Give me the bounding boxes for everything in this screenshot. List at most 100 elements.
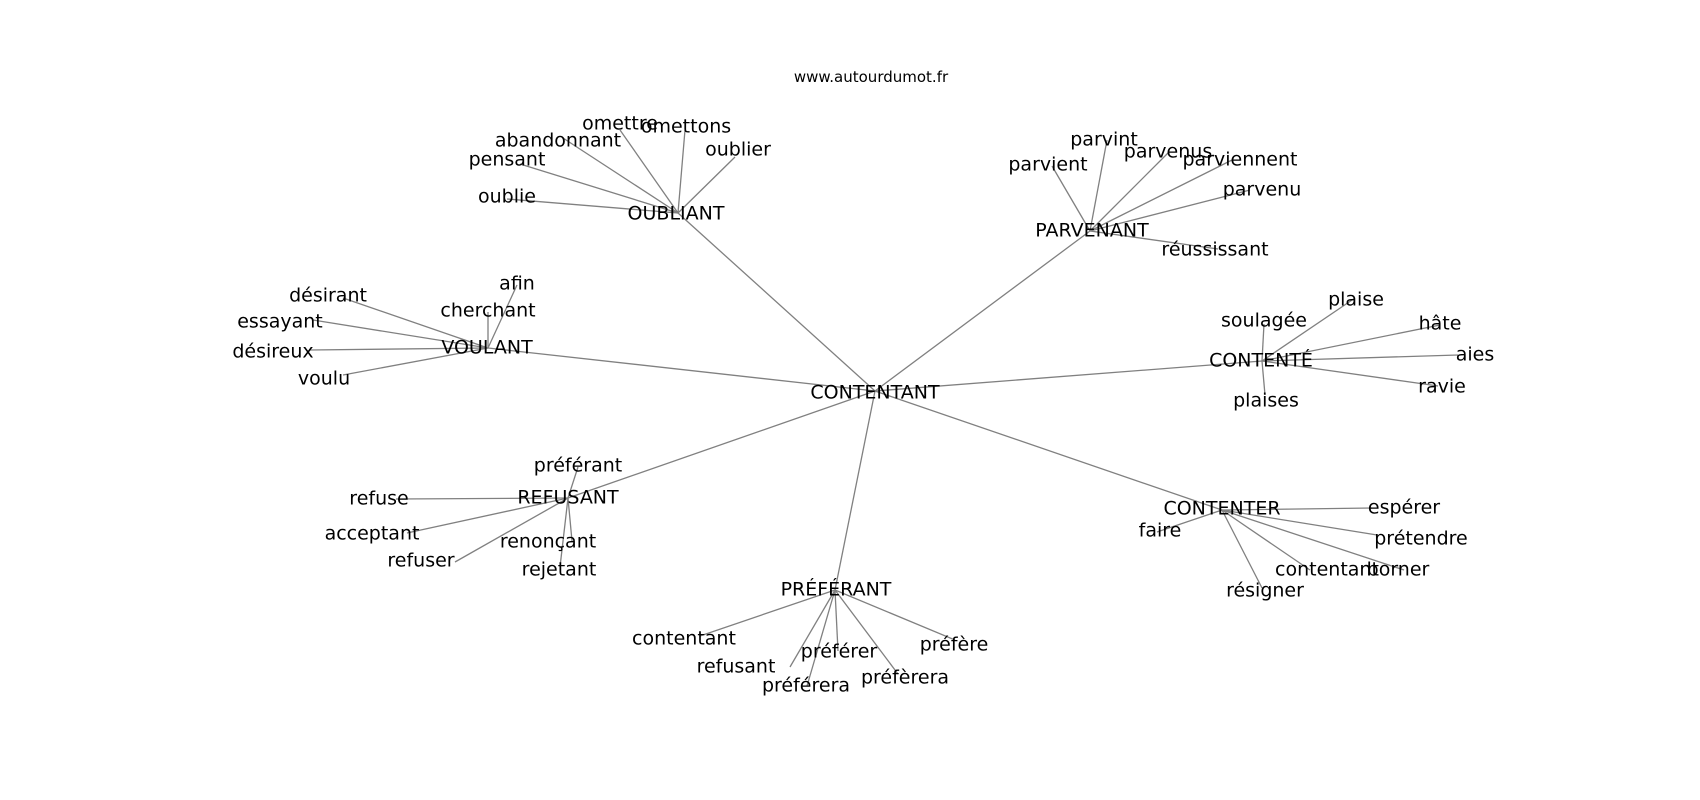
edge-hub-to-leaf <box>342 297 489 349</box>
leaf-node-label[interactable]: refuser <box>387 550 454 572</box>
leaf-node-label[interactable]: oublier <box>705 139 771 161</box>
leaf-node-label[interactable]: réussissant <box>1161 239 1268 261</box>
edge-center-to-hub <box>487 347 876 392</box>
edge-hub-to-leaf <box>677 129 686 214</box>
edge-hub-to-leaf <box>406 497 569 534</box>
leaf-node-label[interactable]: préférer <box>801 641 878 663</box>
edge-hub-to-leaf <box>1089 159 1233 232</box>
edge-hub-to-leaf <box>1261 297 1356 362</box>
edge-hub-to-leaf <box>619 129 679 214</box>
edge-hub-to-leaf <box>1089 189 1251 232</box>
edge-hub-to-leaf <box>1221 509 1378 536</box>
leaf-node-label[interactable]: plaises <box>1233 390 1299 412</box>
leaf-node-label[interactable]: contentant <box>1275 559 1379 581</box>
edge-hub-to-leaf <box>1221 507 1373 511</box>
edge-hub-to-leaf <box>487 284 518 349</box>
edge-hub-to-leaf <box>309 347 489 351</box>
hub-node-label[interactable]: PRÉFÉRANT <box>781 578 892 601</box>
leaf-node-label[interactable]: acceptant <box>325 523 420 545</box>
leaf-node-label[interactable]: refusant <box>697 656 776 678</box>
edge-hub-to-leaf <box>1221 509 1311 571</box>
edge-hub-to-leaf <box>506 198 679 214</box>
edge-hub-to-leaf <box>1089 152 1169 232</box>
leaf-node-label[interactable]: parviennent <box>1183 149 1298 171</box>
edge-hub-to-leaf <box>834 589 839 652</box>
leaf-node-label[interactable]: aies <box>1456 344 1495 366</box>
edge-hub-to-leaf <box>789 589 836 668</box>
edge-hub-to-leaf <box>454 497 569 563</box>
leaf-node-label[interactable]: prétendre <box>1374 528 1467 550</box>
edge-hub-to-leaf <box>1261 354 1459 362</box>
edge-hub-to-leaf <box>1261 324 1441 362</box>
leaf-node-label[interactable]: contentant <box>632 628 736 650</box>
leaf-node-label[interactable]: préférera <box>762 675 850 697</box>
hub-node-label[interactable]: CONTENTÉ <box>1209 349 1313 372</box>
leaf-node-label[interactable]: abandonnant <box>495 130 621 152</box>
leaf-node-label[interactable]: pensant <box>469 149 546 171</box>
edge-hub-to-leaf <box>567 466 579 499</box>
leaf-node-label[interactable]: parvint <box>1070 129 1138 151</box>
edge-hub-to-leaf <box>567 497 573 542</box>
leaf-node-label[interactable]: résigner <box>1226 580 1304 602</box>
edge-hub-to-leaf <box>1261 323 1265 362</box>
edge-hub-to-leaf <box>312 319 489 349</box>
edge-hub-to-leaf <box>1089 230 1219 250</box>
leaf-node-label[interactable]: soulagée <box>1221 310 1307 332</box>
leaf-node-label[interactable]: hâte <box>1419 313 1462 335</box>
leaf-node-label[interactable]: préfère <box>920 634 989 656</box>
leaf-node-label[interactable]: préférant <box>534 455 622 477</box>
edge-hub-to-leaf <box>834 589 899 675</box>
hub-node-label[interactable]: PARVENANT <box>1035 220 1149 242</box>
leaf-node-label[interactable]: parvient <box>1008 154 1087 176</box>
edge-hub-to-leaf <box>1051 165 1091 232</box>
leaf-node-label[interactable]: parvenus <box>1124 141 1212 163</box>
edge-hub-to-leaf <box>342 347 489 376</box>
edge-center-to-hub <box>874 390 1223 511</box>
graph-edges <box>309 129 1459 687</box>
leaf-node-label[interactable]: borner <box>1367 559 1430 581</box>
leaf-node-label[interactable]: parvenu <box>1223 179 1302 201</box>
leaf-node-label[interactable]: omettre <box>582 113 658 135</box>
leaf-node-label[interactable]: afin <box>499 273 535 295</box>
center-node-label[interactable]: CONTENTANT <box>810 382 940 404</box>
leaf-node-label[interactable]: désirant <box>289 285 367 307</box>
hub-node-label[interactable]: REFUSANT <box>517 487 619 509</box>
site-url-text[interactable]: www.autourdumot.fr <box>794 68 949 86</box>
edge-hub-to-leaf <box>562 137 679 214</box>
leaf-node-label[interactable]: cherchant <box>440 300 535 322</box>
edge-center-to-hub <box>834 390 876 591</box>
leaf-node-label[interactable]: désireux <box>232 341 313 363</box>
leaf-node-label[interactable]: omettons <box>641 116 731 138</box>
hub-node-label[interactable]: VOULANT <box>441 337 533 359</box>
leaf-node-label[interactable]: espérer <box>1368 497 1440 519</box>
edge-hub-to-leaf <box>519 163 679 214</box>
hub-node-label[interactable]: OUBLIANT <box>628 203 725 225</box>
hub-node-label[interactable]: CONTENTER <box>1163 498 1280 520</box>
leaf-node-label[interactable]: faire <box>1139 520 1182 542</box>
edge-center-to-hub <box>874 360 1263 392</box>
edge-hub-to-leaf <box>1261 360 1266 396</box>
leaf-node-label[interactable]: essayant <box>237 311 323 333</box>
edge-hub-to-leaf <box>1089 139 1108 232</box>
leaf-node-label[interactable]: ravie <box>1418 376 1466 398</box>
leaf-node-label[interactable]: oublie <box>478 186 536 208</box>
edge-hub-to-leaf <box>699 589 836 637</box>
edge-hub-to-leaf <box>1156 509 1223 533</box>
edge-center-to-hub <box>677 212 876 392</box>
edge-hub-to-leaf <box>1221 509 1405 571</box>
edge-hub-to-leaf <box>677 156 736 214</box>
edge-hub-to-leaf <box>806 589 836 687</box>
edge-hub-to-leaf <box>395 497 569 500</box>
edge-hub-to-leaf <box>834 589 956 641</box>
leaf-node-label[interactable]: renonçant <box>500 531 596 553</box>
leaf-node-label[interactable]: refuse <box>349 488 408 510</box>
leaf-node-label[interactable]: rejetant <box>522 559 597 581</box>
leaf-node-label[interactable]: plaise <box>1328 289 1384 311</box>
leaf-node-label[interactable]: voulu <box>298 368 350 390</box>
edge-hub-to-leaf <box>1221 509 1263 589</box>
edge-center-to-hub <box>567 390 876 499</box>
edge-hub-to-leaf <box>1261 360 1439 387</box>
leaf-node-label[interactable]: préfèrera <box>861 667 949 689</box>
